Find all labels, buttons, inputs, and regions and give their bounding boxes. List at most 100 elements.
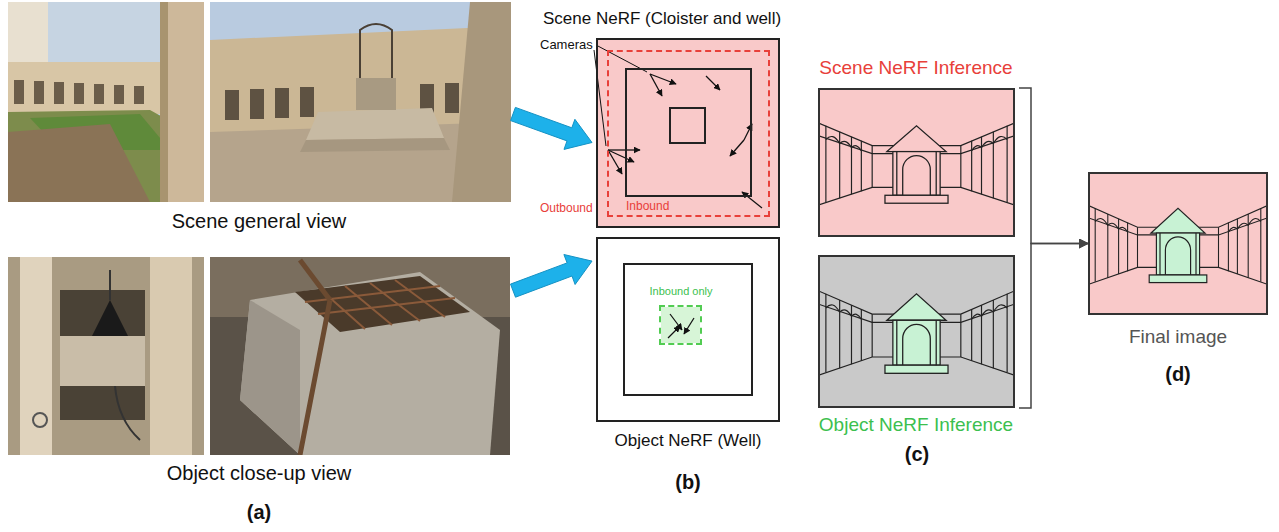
- scene-photo: [134, 86, 144, 104]
- nerf-box: Scene NeRF (Cloister and well)OutboundIn…: [596, 38, 780, 228]
- scene-photo: [250, 89, 264, 119]
- scene-photo: [275, 88, 289, 118]
- camera-arrows: [730, 140, 744, 156]
- object-photo: [33, 413, 47, 427]
- object-photo: [210, 257, 510, 455]
- scene-photo: [54, 82, 64, 104]
- scene-nerf-fill: [670, 108, 705, 143]
- flow-arrow: [511, 107, 592, 149]
- inference-sketch: [818, 255, 1015, 408]
- scene-photo: [445, 83, 459, 113]
- scene-photo: [300, 138, 450, 152]
- camera-arrows: [668, 326, 680, 338]
- scene-photo: [8, 2, 204, 202]
- inference-image: Object NeRF Inference: [818, 255, 1015, 408]
- panel-letter: (b): [675, 470, 701, 494]
- scene-photo: [160, 2, 168, 202]
- flow-arrow: [511, 107, 592, 149]
- camera-arrows: [706, 76, 720, 90]
- object-nerf-fill: [661, 307, 700, 343]
- object-photo: [8, 257, 204, 455]
- panel-letter: (c): [905, 442, 929, 466]
- final-image: Final image: [1088, 172, 1268, 315]
- object-photo: [92, 300, 128, 336]
- object-photo: [60, 290, 145, 420]
- scene-photo: [8, 2, 48, 66]
- flow-arrow: [511, 255, 593, 298]
- scene-photo: [94, 84, 104, 104]
- scene-photo: [74, 83, 84, 104]
- inference-sketch: [818, 291, 1015, 376]
- object-photo: [210, 257, 510, 455]
- merge-bracket: [1019, 88, 1088, 244]
- photo-panel: Scene general view: [8, 2, 511, 202]
- scene-photo: [8, 2, 204, 202]
- bound-region: Inbound only: [659, 305, 702, 345]
- panel-letter: (d): [1165, 362, 1191, 386]
- camera-arrows: [668, 314, 694, 338]
- photo-panel: Object close-up view: [8, 257, 511, 455]
- object-photo: [240, 300, 300, 455]
- leader-line: [594, 45, 647, 146]
- final-sketch: [1149, 208, 1207, 282]
- scene-photo: [210, 2, 511, 202]
- scene-photo: [300, 87, 314, 117]
- scene-nerf-fill: [597, 39, 779, 227]
- merge-bracket: [1019, 244, 1088, 409]
- object-photo: [110, 270, 140, 440]
- nerf-box: Object NeRF (Well)Inbound only: [596, 237, 780, 422]
- object-photo: [300, 260, 330, 455]
- camera-arrows: [608, 149, 640, 150]
- label-text: Inbound only: [650, 285, 713, 298]
- scene-photo: [34, 81, 44, 104]
- merge-bracket: [1019, 88, 1088, 244]
- inference-sketch: [885, 294, 948, 374]
- scene-photo: [210, 2, 511, 202]
- bound-region: OutboundInbound: [607, 50, 770, 217]
- scene-photo: [8, 124, 150, 202]
- scene-photo: [356, 78, 396, 110]
- scene-photo: [160, 2, 204, 202]
- label-text: Object NeRF (Well): [614, 431, 761, 451]
- scene-photo: [360, 24, 392, 78]
- object-nerf-fill: [624, 264, 752, 395]
- object-photo: [240, 272, 500, 455]
- inference-image: Scene NeRF Inference: [818, 88, 1015, 237]
- camera-arrows: [742, 192, 762, 208]
- inference-sketch: [885, 126, 948, 203]
- panel-letter: (a): [247, 500, 271, 524]
- label-text: Object close-up view: [167, 461, 352, 485]
- object-photo: [150, 257, 192, 455]
- object-photo: [20, 257, 52, 455]
- label-text: Scene NeRF Inference: [819, 57, 1012, 80]
- scene-photo: [225, 90, 239, 120]
- label-text: Object NeRF Inference: [819, 414, 1013, 437]
- camera-arrows: [650, 74, 676, 84]
- inference-sketch: [818, 123, 1015, 205]
- inference-sketch: [818, 255, 1015, 408]
- camera-arrows: [608, 74, 762, 208]
- inference-sketch: [818, 88, 1015, 237]
- final-sketch: [1088, 172, 1268, 315]
- final-sketch: [1088, 205, 1268, 284]
- camera-arrows: [684, 318, 694, 334]
- label-text: Outbound: [540, 201, 593, 215]
- merge-bracket: [1019, 244, 1088, 409]
- label-text: Scene NeRF (Cloister and well): [543, 9, 781, 29]
- scene-photo: [452, 2, 511, 202]
- camera-arrows: [608, 150, 622, 174]
- label-text: Final image: [1129, 326, 1227, 349]
- scene-photo: [306, 108, 444, 140]
- inference-sketch: [818, 88, 1015, 237]
- final-sketch: [1088, 172, 1268, 315]
- scene-photo: [14, 80, 24, 104]
- bound-region: Inbound: [625, 68, 752, 197]
- label-text: Inbound: [626, 199, 669, 213]
- flow-arrow: [511, 255, 593, 298]
- object-photo: [8, 257, 204, 455]
- object-nerf-fill: [624, 264, 752, 395]
- label-text: Scene general view: [172, 209, 347, 233]
- scene-nerf-fill: [597, 39, 779, 227]
- scene-photo: [114, 85, 124, 104]
